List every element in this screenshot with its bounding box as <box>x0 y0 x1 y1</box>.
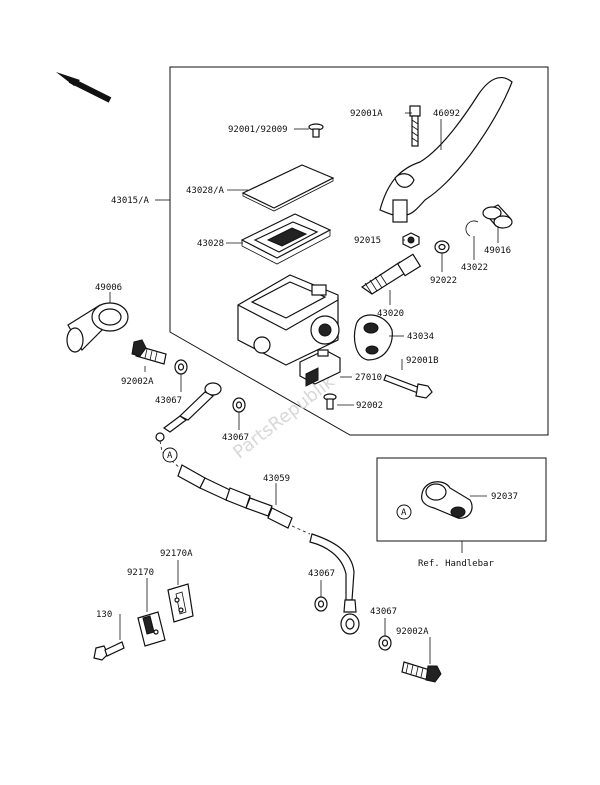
label-43015a: 43015/A <box>111 196 150 206</box>
clamp <box>353 314 393 361</box>
label-92001-92009: 92001/92009 <box>228 125 288 135</box>
banjo-bolt-bottom <box>401 661 442 683</box>
label-49016: 49016 <box>484 246 511 256</box>
master-cylinder-body <box>237 274 340 366</box>
circlip-43022 <box>465 220 479 237</box>
watermark: PartsRepublik <box>229 371 339 463</box>
brake-lever <box>379 77 513 223</box>
label-92037: 92037 <box>491 492 518 502</box>
hose-clamp-92170a <box>167 583 194 623</box>
callout-a-hose: A <box>162 447 178 463</box>
diaphragm <box>240 213 332 265</box>
label-92001a: 92001A <box>350 109 383 119</box>
clamp-92037 <box>421 481 473 519</box>
piston-kit <box>360 253 422 295</box>
direction-arrow-icon <box>56 72 112 103</box>
label-43067-c: 43067 <box>308 569 335 579</box>
label-43034: 43034 <box>407 332 434 342</box>
hose-clamp-92170 <box>137 611 166 647</box>
banjo-bolt-top <box>131 339 167 365</box>
label-43067-a: 43067 <box>155 396 182 406</box>
reservoir-cap <box>241 164 335 209</box>
label-27010: 27010 <box>355 373 382 383</box>
bolt-92001b <box>383 374 433 399</box>
svg-text:A: A <box>167 451 173 461</box>
bolt-130 <box>93 641 125 661</box>
label-130: 130 <box>96 610 112 620</box>
callout-a-ref: A <box>396 504 412 520</box>
label-92001b: 92001B <box>406 356 439 366</box>
label-92170: 92170 <box>127 568 154 578</box>
nut-92015 <box>402 232 420 249</box>
label-43022: 43022 <box>461 263 488 273</box>
leader-lines <box>109 112 499 664</box>
svg-text:A: A <box>401 508 407 518</box>
brake-switch <box>299 349 341 387</box>
label-92002a-bottom: 92002A <box>396 627 429 637</box>
label-43059: 43059 <box>263 474 290 484</box>
dust-boot <box>482 204 513 229</box>
screw-92002 <box>323 393 337 410</box>
label-43067-b: 43067 <box>222 433 249 443</box>
label-92170a: 92170A <box>160 549 193 559</box>
label-92002: 92002 <box>356 401 383 411</box>
label-92015: 92015 <box>354 236 381 246</box>
label-46092: 46092 <box>433 109 460 119</box>
banjo-cover <box>66 302 129 353</box>
label-49006: 49006 <box>95 283 122 293</box>
screw-92001-92009 <box>308 123 324 138</box>
ref-handlebar-box <box>376 457 547 542</box>
label-92002a-top: 92002A <box>121 377 154 387</box>
label-43020: 43020 <box>377 309 404 319</box>
label-ref-handlebar: Ref. Handlebar <box>418 559 494 569</box>
brake-hose <box>155 382 360 635</box>
label-43028a: 43028/A <box>186 186 225 196</box>
label-92022: 92022 <box>430 276 457 286</box>
bolt-92001a <box>409 105 421 147</box>
assembly-boundary <box>169 66 549 436</box>
label-43028: 43028 <box>197 239 224 249</box>
label-43067-d: 43067 <box>370 607 397 617</box>
